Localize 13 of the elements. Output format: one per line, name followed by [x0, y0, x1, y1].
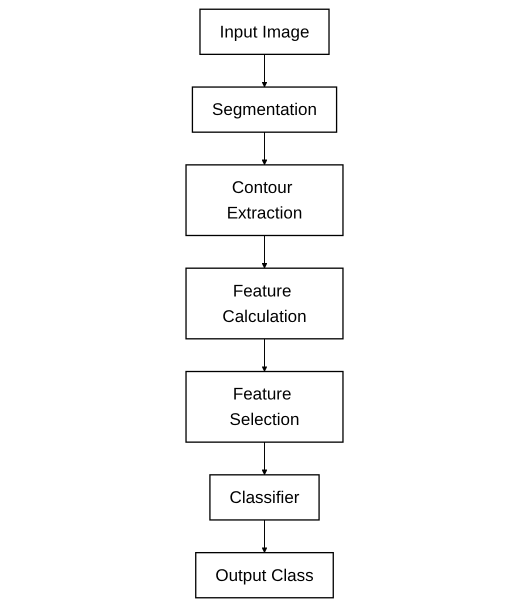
arrow — [262, 235, 268, 268]
node-box: Output Class — [195, 552, 334, 598]
node-box: Feature Calculation — [185, 268, 344, 340]
arrow — [262, 54, 268, 88]
node-box: Segmentation — [192, 86, 338, 133]
arrow — [262, 132, 268, 166]
arrow — [262, 338, 268, 372]
node-box: Classifier — [209, 474, 320, 521]
arrow — [262, 442, 268, 476]
node-box: Feature Selection — [185, 370, 344, 443]
arrow — [262, 519, 268, 553]
node-box: Contour Extraction — [185, 164, 344, 236]
node-box: Input Image — [199, 8, 330, 55]
